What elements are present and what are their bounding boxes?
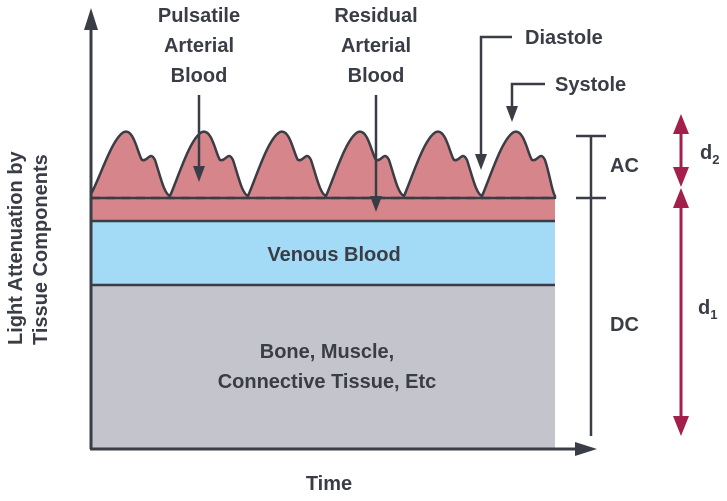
d1-label: d1 bbox=[698, 297, 717, 322]
venous-blood-label: Venous Blood bbox=[267, 244, 400, 266]
diastole-arrow-head bbox=[475, 154, 487, 170]
pulsatile-label-line3: Blood bbox=[171, 65, 228, 87]
d1-letter: d bbox=[698, 297, 710, 319]
x-axis-title: Time bbox=[306, 473, 352, 495]
systole-label: Systole bbox=[555, 74, 626, 96]
d1-arrow-top-head bbox=[673, 188, 689, 208]
residual-label-line1: Residual bbox=[334, 5, 417, 27]
d1-arrow-bottom-head bbox=[673, 416, 689, 436]
pulsatile-label-line1: Pulsatile bbox=[158, 5, 240, 27]
residual-label-line3: Blood bbox=[348, 65, 405, 87]
pulsatile-waveform bbox=[89, 130, 557, 200]
d2-arrow-top-head bbox=[673, 114, 689, 134]
tissue-label-line1: Bone, Muscle, bbox=[260, 341, 394, 363]
tissue-label-line2: Connective Tissue, Etc bbox=[218, 371, 437, 393]
residual-label-line2: Arterial bbox=[341, 35, 411, 57]
d1-subscript: 1 bbox=[710, 307, 717, 322]
d2-arrow-bottom-head bbox=[673, 167, 689, 187]
diastole-arrow-shaft bbox=[479, 35, 512, 156]
dc-label: DC bbox=[610, 314, 639, 336]
tissue-layer bbox=[91, 285, 555, 448]
d2-subscript: 2 bbox=[712, 152, 719, 167]
y-axis-arrowhead bbox=[84, 8, 98, 30]
systole-arrow-head bbox=[506, 106, 518, 122]
d2-label: d2 bbox=[700, 142, 719, 167]
pulsatile-label-line2: Arterial bbox=[164, 35, 234, 57]
residual-arrow-head bbox=[370, 196, 382, 212]
diastole-label: Diastole bbox=[525, 27, 603, 49]
systole-arrow-shaft bbox=[510, 82, 545, 108]
ac-label: AC bbox=[610, 155, 639, 177]
residual-arterial-layer bbox=[91, 198, 555, 221]
y-axis-title-line1: Light Attenuation by bbox=[5, 150, 27, 345]
pulsatile-arrow-head bbox=[193, 166, 205, 182]
y-axis-title-line2: Tissue Components bbox=[30, 154, 52, 345]
venous-blood-layer bbox=[91, 221, 555, 285]
x-axis-arrowhead bbox=[575, 442, 597, 456]
d2-letter: d bbox=[700, 142, 712, 164]
